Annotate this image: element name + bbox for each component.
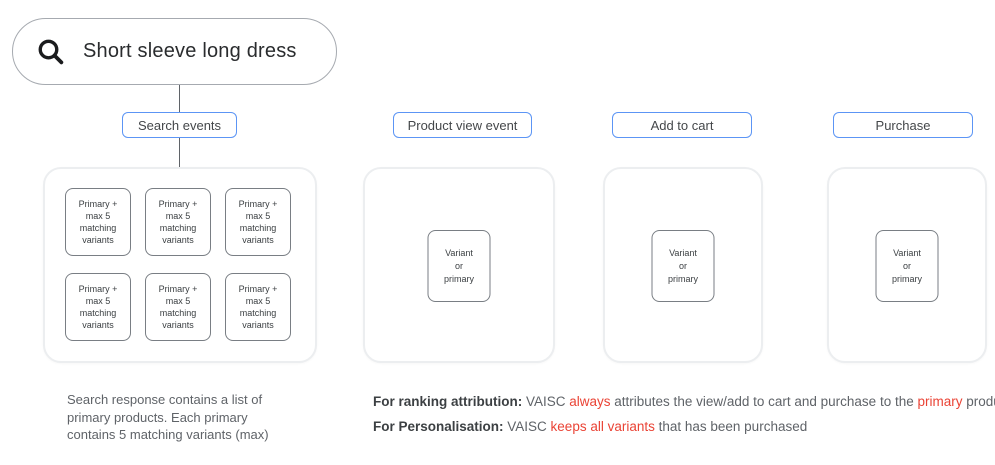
variant-or-primary-box: Variant or primary	[875, 230, 939, 302]
ranking-note-bold: For ranking attribution:	[373, 394, 523, 409]
search-input[interactable]: Short sleeve long dress	[12, 18, 337, 85]
ranking-note-highlight: primary	[917, 394, 963, 409]
personalisation-note-highlight: keeps all variants	[550, 419, 655, 434]
variant-or-primary-box: Variant or primary	[427, 230, 491, 302]
ranking-note-highlight: always	[569, 394, 611, 409]
primary-variants-box: Primary + max 5 matching variants	[65, 188, 131, 256]
personalisation-note-bold: For Personalisation:	[373, 419, 504, 434]
variant-or-primary-box: Variant or primary	[651, 230, 715, 302]
connector-search-events-to-results	[179, 138, 180, 167]
event-label-add-to-cart: Add to cart	[612, 112, 752, 138]
product-view-container: Variant or primary	[363, 167, 555, 363]
event-label-product-view: Product view event	[393, 112, 532, 138]
personalisation-note-text: VAISC	[503, 419, 551, 434]
purchase-container: Variant or primary	[827, 167, 987, 363]
primary-variants-box: Primary + max 5 matching variants	[65, 273, 131, 341]
add-to-cart-container: Variant or primary	[603, 167, 763, 363]
event-label-text: Purchase	[875, 117, 931, 133]
ranking-note-text: product.	[966, 394, 995, 409]
search-results-container: Primary + max 5 matching variants Primar…	[43, 167, 317, 363]
primary-variants-box: Primary + max 5 matching variants	[145, 273, 211, 341]
event-label-search-events: Search events	[122, 112, 237, 138]
event-label-purchase: Purchase	[833, 112, 973, 138]
connector-pill-to-search-events	[179, 85, 180, 112]
primary-variants-box: Primary + max 5 matching variants	[225, 188, 291, 256]
search-query-text: Short sleeve long dress	[83, 40, 297, 62]
primary-boxes-grid: Primary + max 5 matching variants Primar…	[65, 188, 291, 341]
personalisation-note: For Personalisation: VAISC keeps all var…	[373, 419, 807, 434]
event-label-text: Product view event	[407, 117, 518, 133]
ranking-attribution-note: For ranking attribution: VAISC always at…	[373, 394, 995, 409]
event-label-text: Search events	[137, 117, 222, 133]
event-label-text: Add to cart	[650, 117, 714, 133]
primary-variants-box: Primary + max 5 matching variants	[225, 273, 291, 341]
primary-variants-box: Primary + max 5 matching variants	[145, 188, 211, 256]
ranking-note-text: VAISC	[522, 394, 570, 409]
search-icon	[38, 39, 64, 64]
search-response-note: Search response contains a list of prima…	[67, 392, 269, 442]
personalisation-note-text: that has been purchased	[654, 419, 808, 434]
ranking-note-text: attributes the view/add to cart and purc…	[610, 394, 918, 409]
